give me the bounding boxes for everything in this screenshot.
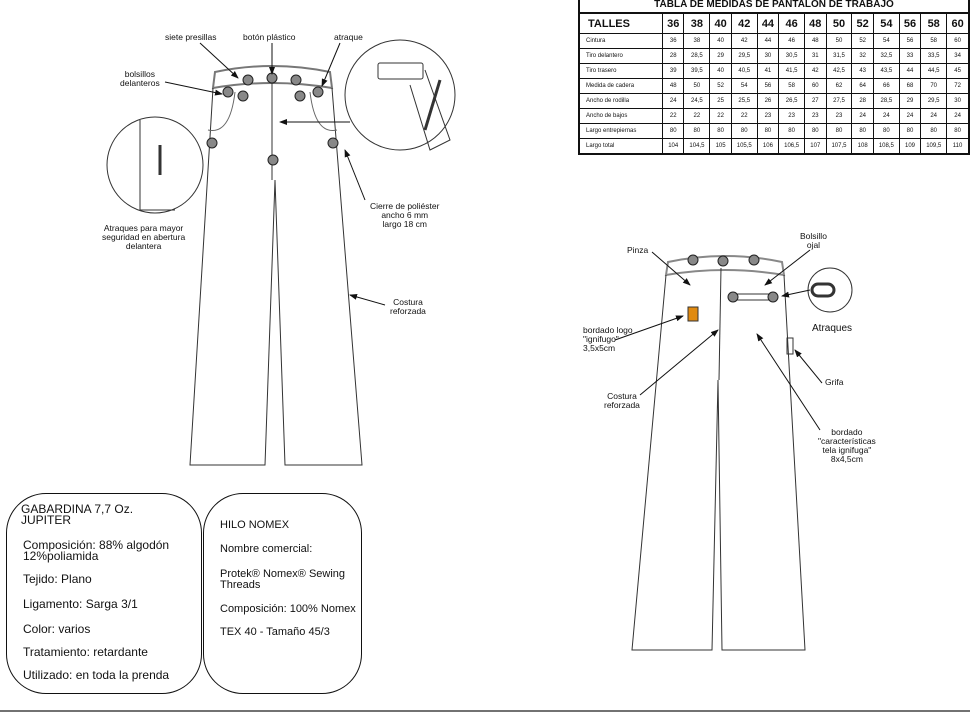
table-cell: 105,5 xyxy=(730,138,758,155)
fabric-composition: Composición: 88% algodón 12%poliamida xyxy=(23,538,170,563)
table-cell: 32 xyxy=(851,48,874,64)
size-header: 52 xyxy=(851,12,874,34)
label-boton: botón plástico xyxy=(243,32,296,42)
table-cell: 23 xyxy=(756,108,780,124)
back-tacks xyxy=(687,254,779,303)
fabric-color: Color: varios xyxy=(23,622,91,636)
table-cell: 106 xyxy=(756,138,780,155)
label-siete-presillas: siete presillas xyxy=(165,32,217,42)
thread-name: HILO NOMEX xyxy=(220,519,290,531)
label-bolsillo: Bolsillo ojal xyxy=(800,231,827,250)
table-cell: 108 xyxy=(851,138,874,155)
label-atraque: atraque xyxy=(334,32,363,42)
table-cell: 105 xyxy=(709,138,732,155)
front-tacks xyxy=(206,72,339,166)
table-cell: 80 xyxy=(709,123,732,139)
size-header: 44 xyxy=(756,12,780,34)
label-costura-front: Costura reforzada xyxy=(390,297,426,316)
fabric-name: GABARDINA 7,7 Oz. JUPITER xyxy=(21,502,134,527)
thread-box: HILO NOMEX Nombre comercial: Protek® Nom… xyxy=(203,493,362,694)
label-cierre: Cierre de poliéster ancho 6 mm largo 18 … xyxy=(370,201,440,229)
table-cell: 110 xyxy=(946,138,970,155)
front-arrows xyxy=(164,42,386,306)
label-atraques: Atraques xyxy=(812,323,853,334)
fabric-tejido: Tejido: Plano xyxy=(23,572,92,586)
table-cell: 80 xyxy=(851,123,874,139)
table-title: TABLA DE MEDIDAS DE PANTALON DE TRABAJO xyxy=(578,0,970,12)
fabric-box: GABARDINA 7,7 Oz. JUPITER Composición: 8… xyxy=(6,493,202,694)
table-cell: 80 xyxy=(661,123,685,139)
back-arrows xyxy=(614,249,823,431)
fabric-tratamiento: Tratamiento: retardante xyxy=(23,645,148,659)
table-cell: 80 xyxy=(804,123,827,139)
table-cell: 24 xyxy=(851,108,874,124)
table-cell: 80 xyxy=(756,123,780,139)
label-bordado: bordado "características tela ignifuga" … xyxy=(818,427,876,464)
thread-commercial-name: Protek® Nomex® Sewing Threads xyxy=(220,568,346,591)
size-table: TABLA DE MEDIDAS DE PANTALON DE TRABAJO … xyxy=(578,0,970,155)
thread-tex: TEX 40 - Tamaño 45/3 xyxy=(220,626,330,638)
label-bolsillos: bolsillos delanteros xyxy=(120,69,160,88)
table-cell: 109,5 xyxy=(920,138,948,155)
table-cell: 109 xyxy=(898,138,922,155)
label-grifa: Grifa xyxy=(825,377,844,387)
size-header: 36 xyxy=(661,12,685,34)
label-atraques-mayor: Atraques para mayor seguridad en abertur… xyxy=(102,223,186,251)
table-cell: 52 xyxy=(851,33,874,49)
thread-commercial-label: Nombre comercial: xyxy=(220,543,313,555)
table-cell: 80 xyxy=(898,123,922,139)
size-header: 40 xyxy=(709,12,732,34)
thread-composition: Composición: 100% Nomex xyxy=(220,603,356,615)
size-header: 60 xyxy=(946,12,970,34)
size-header: 54 xyxy=(872,12,900,34)
fabric-utilizado: Utilizado: en toda la prenda xyxy=(23,668,170,682)
table-cell: 104 xyxy=(661,138,685,155)
label-logo: bordado logo "ignifugo" 3,5x5cm xyxy=(583,325,633,353)
front-pants xyxy=(106,39,456,466)
fabric-ligamento: Ligamento: Sarga 3/1 xyxy=(23,597,138,611)
label-pinza: Pinza xyxy=(627,245,649,255)
size-header: 50 xyxy=(825,12,853,34)
logo-patch xyxy=(687,306,699,322)
label-costura-back: Costura reforzada xyxy=(604,391,640,410)
size-header: 56 xyxy=(898,12,922,34)
table-cell: 106,5 xyxy=(778,138,806,155)
table-cell: 80 xyxy=(946,123,970,139)
size-header: 48 xyxy=(804,12,827,34)
table-cell: 107 xyxy=(804,138,827,155)
